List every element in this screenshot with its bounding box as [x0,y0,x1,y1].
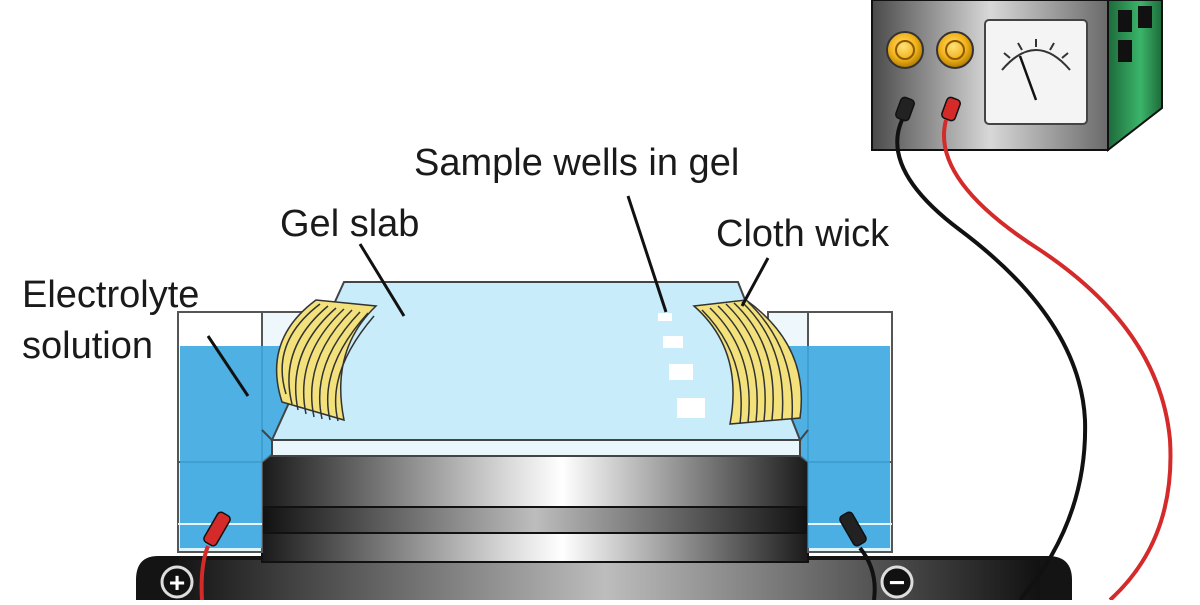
positive-sign: + [169,567,185,598]
knob-left-icon [886,31,924,69]
negative-terminal: − [880,565,914,599]
label-sample-wells: Sample wells in gel [414,142,739,184]
meter-icon [984,19,1088,125]
sample-wells [658,313,705,418]
callout-cloth-wick [740,257,770,307]
positive-lead [942,119,1173,602]
positive-terminal: + [160,565,194,599]
knob-right-icon [936,31,974,69]
callout-sample-wells [626,195,668,313]
label-cloth-wick: Cloth wick [716,213,890,255]
label-gel-slab: Gel slab [280,203,419,245]
callout-electrolyte [206,335,250,397]
electrode-right [839,511,877,601]
jack-red [941,96,961,122]
power-supply [871,0,1163,153]
electrode-left [199,511,231,601]
cloth-wick-left [275,299,378,422]
label-electrolyte-line2: solution [22,325,153,367]
callout-gel-slab [358,243,406,317]
gel-slab [261,281,809,457]
negative-lead [895,119,1088,602]
base-tray [136,454,1072,600]
cloth-wick-right [692,299,803,425]
label-electrolyte-line1: Electrolyte [22,274,199,316]
jack-black [895,96,915,122]
negative-sign: − [889,567,905,598]
